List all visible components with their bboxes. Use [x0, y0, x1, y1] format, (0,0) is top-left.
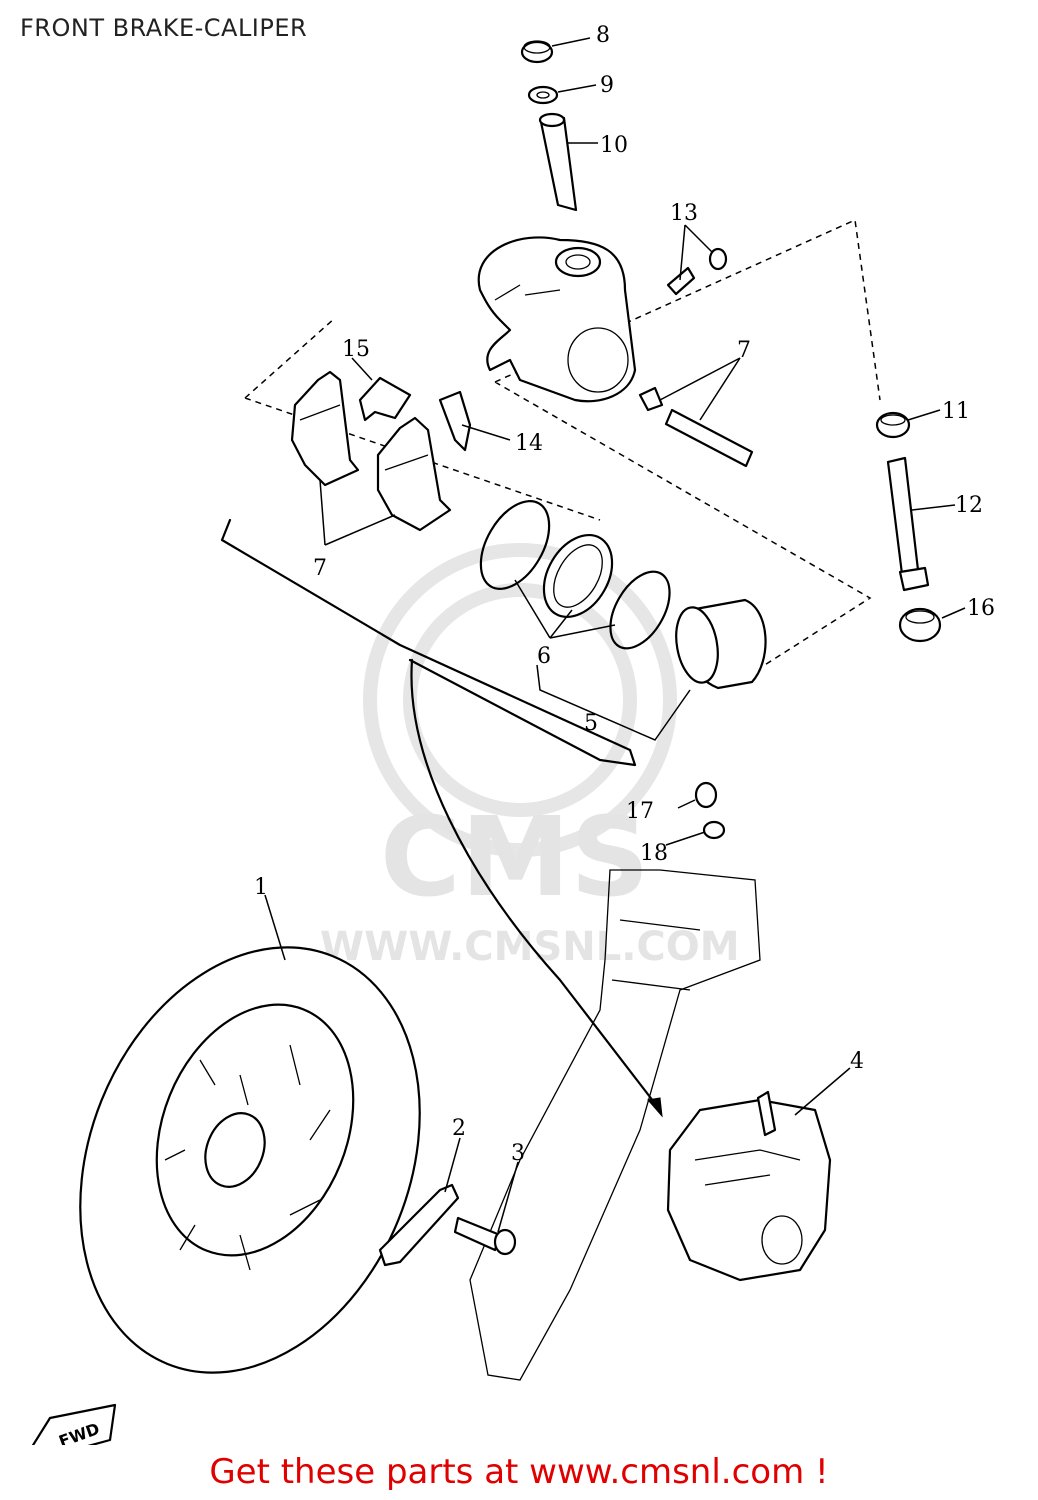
parts-diagram: CMS WWW.CMSNL.COM: [31, 23, 995, 1445]
callout-8: 8: [596, 23, 610, 48]
svg-text:CMS: CMS: [380, 793, 649, 921]
callout-7-pads: 7: [313, 556, 327, 581]
part-16-nut: [898, 607, 942, 643]
part-2-bracket: [378, 1183, 460, 1267]
part-17-cap: [694, 781, 718, 809]
page-title: FRONT BRAKE-CALIPER: [20, 14, 308, 42]
promo-link-text[interactable]: Get these parts at www.cmsnl.com !: [209, 1452, 829, 1492]
part-9-washer: [527, 85, 559, 105]
part-15-pad-spring: [358, 376, 412, 422]
callout-17: 17: [626, 799, 654, 824]
callout-14: 14: [515, 431, 543, 456]
callout-15: 15: [342, 337, 370, 362]
callout-3: 3: [511, 1141, 525, 1166]
assembly-arrow: [410, 658, 662, 1112]
part-7-pad-pin: [638, 386, 754, 468]
leader-lines: [264, 37, 966, 1233]
fwd-arrow-icon: FWD: [31, 1403, 117, 1445]
callout-6: 6: [537, 644, 551, 669]
part-4-caliper-assembly: [666, 1090, 832, 1282]
callout-11: 11: [942, 399, 970, 424]
part-12-bolt: [886, 456, 930, 592]
callout-13: 13: [670, 201, 698, 226]
caliper-body-upper: [477, 236, 637, 403]
callout-1: 1: [254, 875, 268, 900]
part-8-cap: [520, 40, 554, 64]
part-13-bleeder: [666, 247, 728, 296]
fork-leg: [469, 869, 761, 1381]
callout-labels: 1 2 3 4 5 6 7 7 8 9 10 11 12 13 14 15 16…: [254, 23, 995, 1166]
svg-text:WWW.CMSNL.COM: WWW.CMSNL.COM: [320, 924, 740, 970]
part-6-seals: [479, 500, 671, 650]
watermark: CMS WWW.CMSNL.COM: [320, 543, 740, 970]
part-5-piston: [675, 598, 767, 690]
callout-7-pin: 7: [737, 338, 751, 363]
part-11-nut: [875, 411, 911, 439]
part-1-brake-disc: [79, 946, 421, 1374]
callout-16: 16: [967, 596, 995, 621]
callout-12: 12: [955, 493, 983, 518]
callout-4: 4: [850, 1049, 864, 1074]
assembly-bracket: [220, 518, 637, 767]
callout-18: 18: [640, 841, 668, 866]
part-10-pin: [538, 112, 578, 212]
callout-9: 9: [600, 73, 614, 98]
callout-5: 5: [584, 711, 598, 736]
part-7-brake-pads: [290, 370, 452, 532]
callout-2: 2: [452, 1116, 466, 1141]
part-3-bolt: [453, 1216, 517, 1256]
arrow-head: [647, 1097, 663, 1118]
part-18-washer: [702, 820, 726, 840]
part-14-clip: [438, 390, 472, 452]
callout-10: 10: [600, 133, 628, 158]
